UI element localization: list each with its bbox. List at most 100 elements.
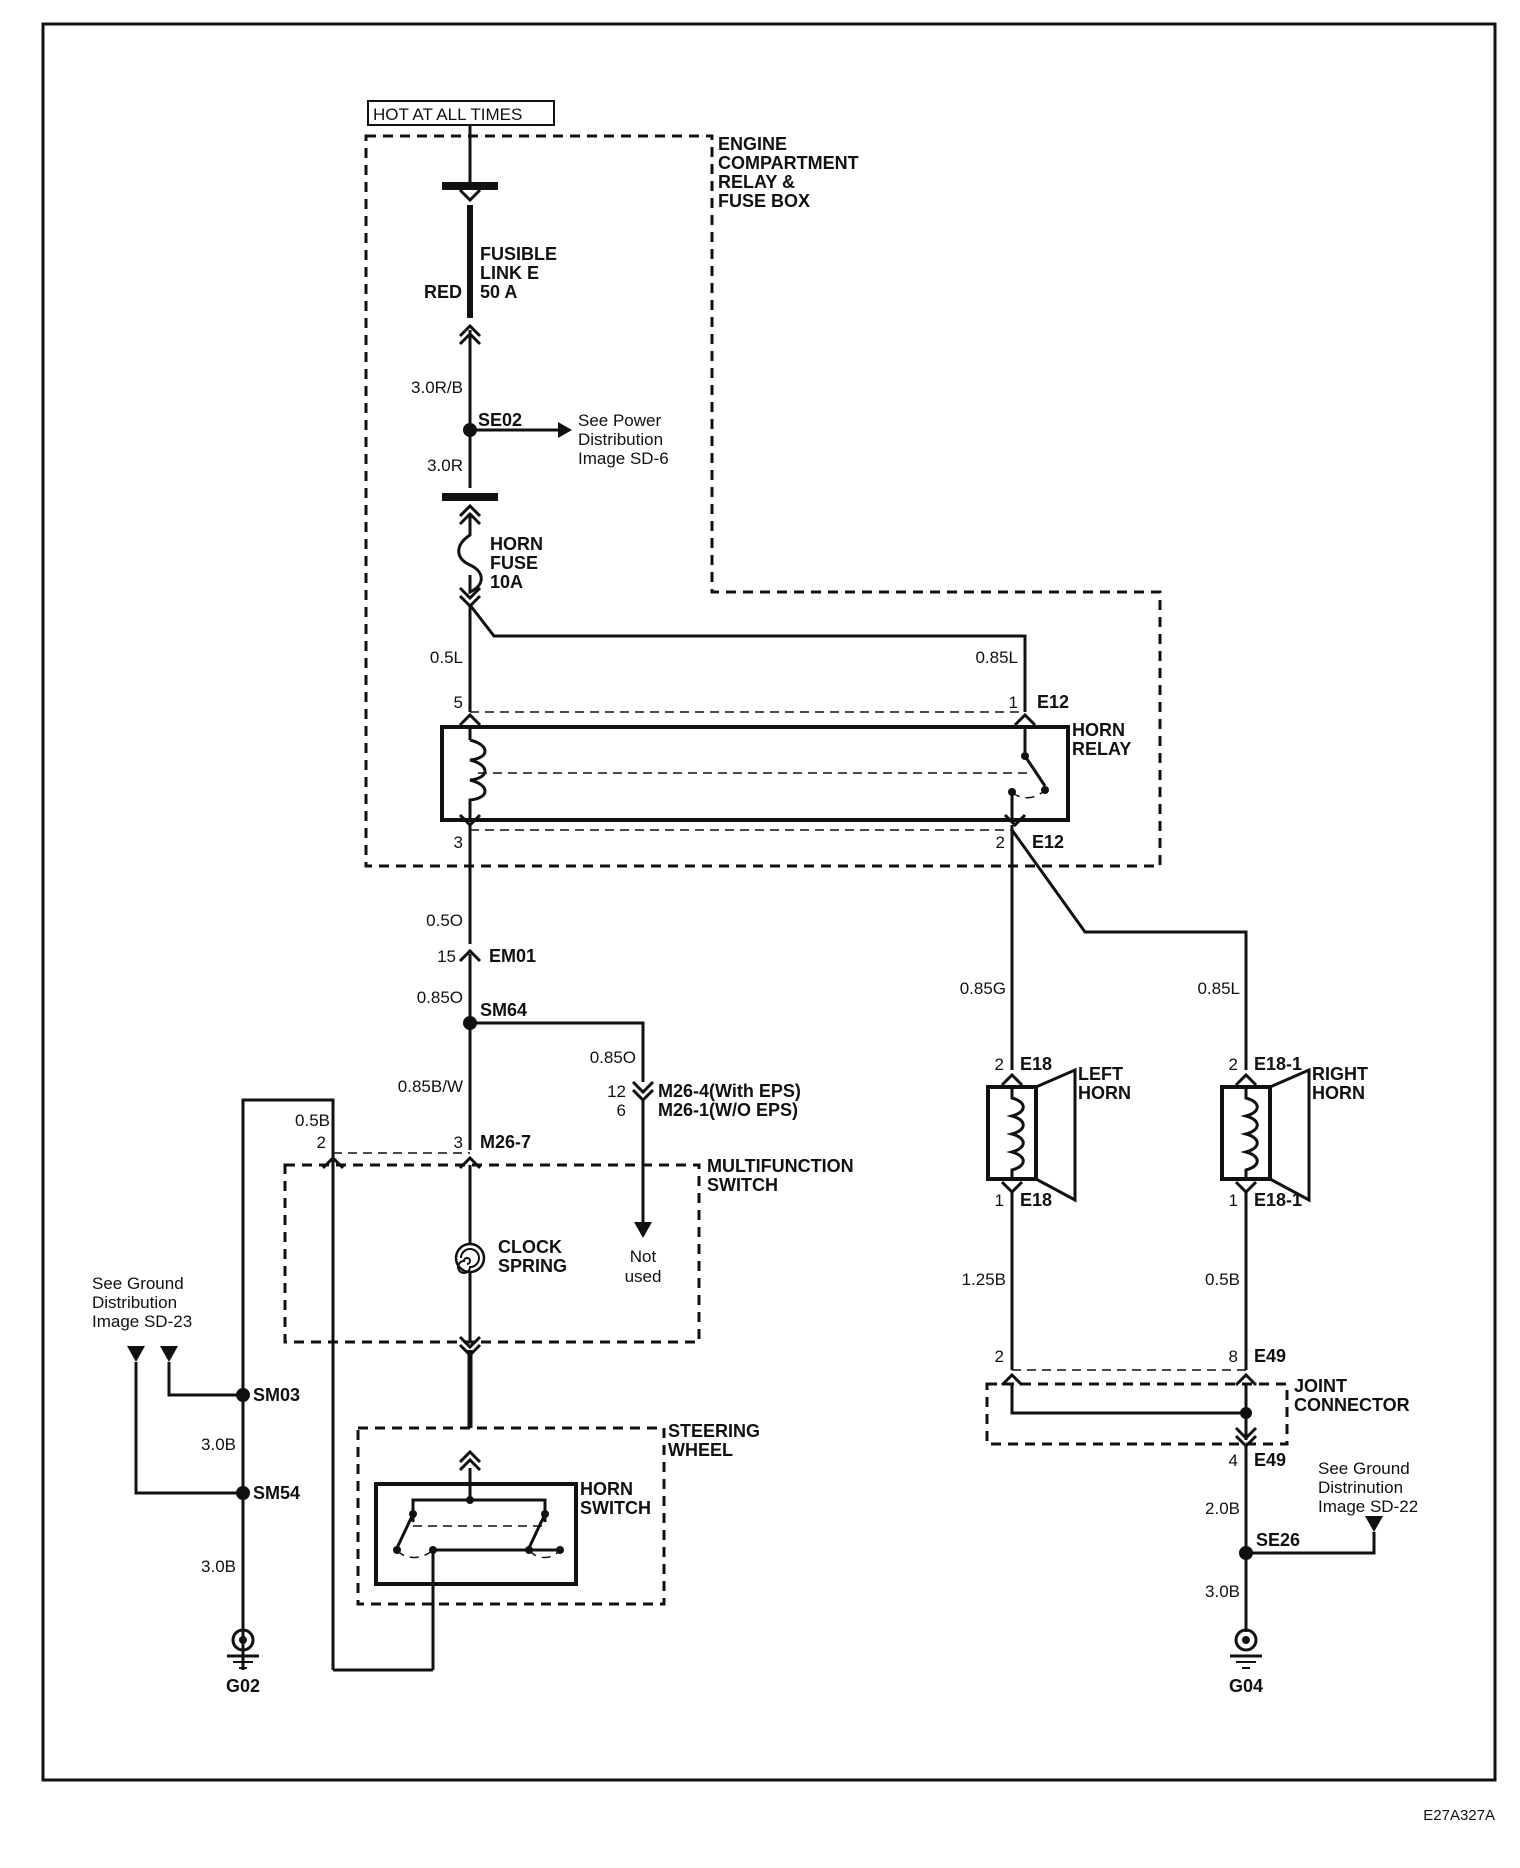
relay-coil xyxy=(468,738,487,820)
svg-text:JOINT: JOINT xyxy=(1294,1376,1347,1396)
m26-1-label: M26-1(W/O EPS) xyxy=(658,1100,798,1120)
jc-right-pin: 8 xyxy=(1229,1347,1238,1366)
joint-connector-label: JOINT CONNECTOR xyxy=(1294,1376,1410,1415)
horn-relay-label: HORN RELAY xyxy=(1072,720,1131,759)
power-distribution-ref: See Power Distribution Image SD-6 xyxy=(578,411,669,468)
relay-pin-1: 1 xyxy=(1009,693,1018,712)
ground-ref-right: See Ground Distrinution Image SD-22 xyxy=(1318,1459,1418,1516)
horn-switch-label: HORN SWITCH xyxy=(580,1479,651,1518)
right-horn-label: RIGHT HORN xyxy=(1312,1064,1368,1103)
e12-bottom-label: E12 xyxy=(1032,832,1064,852)
wire-0.5o: 0.5O xyxy=(426,911,463,930)
e18-top-label: E18 xyxy=(1020,1054,1052,1074)
m26-4-pin: 12 xyxy=(607,1082,626,1101)
e49-bot-pin: 4 xyxy=(1229,1451,1238,1470)
svg-text:Image SD-23: Image SD-23 xyxy=(92,1312,192,1331)
svg-text:used: used xyxy=(625,1267,662,1286)
svg-text:Distrinution: Distrinution xyxy=(1318,1478,1403,1497)
svg-text:See Ground: See Ground xyxy=(1318,1459,1410,1478)
em01-pin: 15 xyxy=(437,947,456,966)
clock-spring-icon xyxy=(454,1242,486,1274)
svg-text:RIGHT: RIGHT xyxy=(1312,1064,1368,1084)
left-horn-icon xyxy=(1035,1067,1077,1203)
svg-text:LINK E: LINK E xyxy=(480,263,539,283)
wire-1.25b: 1.25B xyxy=(962,1270,1006,1289)
diagram-frame xyxy=(41,22,1497,1782)
svg-text:HORN: HORN xyxy=(1078,1083,1131,1103)
wire-0.5b-right: 0.5B xyxy=(1205,1270,1240,1289)
horn-relay-box xyxy=(440,725,1070,822)
svg-text:FUSE: FUSE xyxy=(490,553,538,573)
clock-spring-label: CLOCK SPRING xyxy=(498,1237,567,1276)
wire-3.0rb: 3.0R/B xyxy=(411,378,463,397)
wire-0.85o: 0.85O xyxy=(417,988,463,1007)
horn-switch-box xyxy=(374,1482,578,1586)
svg-text:SPRING: SPRING xyxy=(498,1256,567,1276)
svg-text:Image SD-6: Image SD-6 xyxy=(578,449,669,468)
wire-0.85l-top: 0.85L xyxy=(975,648,1018,667)
svg-text:See Ground: See Ground xyxy=(92,1274,184,1293)
svg-text:FUSIBLE: FUSIBLE xyxy=(480,244,557,264)
wire-0.5l: 0.5L xyxy=(430,648,463,667)
svg-text:SWITCH: SWITCH xyxy=(707,1175,778,1195)
svg-text:FUSE BOX: FUSE BOX xyxy=(718,191,810,211)
m26-7-pin: 3 xyxy=(454,1133,463,1152)
svg-text:COMPARTMENT: COMPARTMENT xyxy=(718,153,859,173)
e18-1-bot-label: E18-1 xyxy=(1254,1190,1302,1210)
steering-wheel-label: STEERING WHEEL xyxy=(668,1421,760,1460)
svg-text:LEFT: LEFT xyxy=(1078,1064,1123,1084)
sm64-label: SM64 xyxy=(480,1000,527,1020)
svg-text:ENGINE: ENGINE xyxy=(718,134,787,154)
svg-text:HORN: HORN xyxy=(490,534,543,554)
svg-text:HORN: HORN xyxy=(580,1479,633,1499)
splice-sm03 xyxy=(236,1388,250,1402)
relay-pin-5: 5 xyxy=(454,693,463,712)
m26-4-label: M26-4(With EPS) xyxy=(658,1081,801,1101)
svg-text:SWITCH: SWITCH xyxy=(580,1498,651,1518)
wire-0.85l-right: 0.85L xyxy=(1197,979,1240,998)
e18-bot-pin: 1 xyxy=(995,1191,1004,1210)
engine-box-label: ENGINE COMPARTMENT RELAY & FUSE BOX xyxy=(718,134,859,211)
ground-ref-left: See Ground Distribution Image SD-23 xyxy=(92,1274,192,1331)
wire-3.0b-a: 3.0B xyxy=(201,1435,236,1454)
horn-fuse xyxy=(457,516,483,595)
svg-text:WHEEL: WHEEL xyxy=(668,1440,733,1460)
wire-3.0r: 3.0R xyxy=(427,456,463,475)
svg-text:Not: Not xyxy=(630,1247,657,1266)
svg-text:CONNECTOR: CONNECTOR xyxy=(1294,1395,1410,1415)
wire-0.85o-right: 0.85O xyxy=(590,1048,636,1067)
wire-3.0b-b: 3.0B xyxy=(201,1557,236,1576)
hot-at-all-times-box xyxy=(367,100,555,126)
svg-text:10A: 10A xyxy=(490,572,523,592)
svg-text:50 A: 50 A xyxy=(480,282,517,302)
horn-fuse-label: HORN FUSE 10A xyxy=(490,534,543,592)
svg-text:See Power: See Power xyxy=(578,411,661,430)
svg-text:STEERING: STEERING xyxy=(668,1421,760,1441)
svg-text:MULTIFUNCTION: MULTIFUNCTION xyxy=(707,1156,854,1176)
m26-left-pin: 2 xyxy=(317,1133,326,1152)
not-used-label: Not used xyxy=(625,1247,662,1286)
se02-label: SE02 xyxy=(478,410,522,430)
svg-text:HORN: HORN xyxy=(1072,720,1125,740)
fusible-color-label: RED xyxy=(424,282,462,302)
jc-left-pin: 2 xyxy=(995,1347,1004,1366)
ground-g02-icon xyxy=(227,1628,259,1669)
relay-pin-3: 3 xyxy=(454,833,463,852)
e18-1-bot-pin: 1 xyxy=(1229,1191,1238,1210)
joint-connector-box xyxy=(985,1382,1289,1446)
ground-g04-icon xyxy=(1230,1628,1262,1669)
right-horn-icon xyxy=(1269,1067,1311,1203)
e18-bot-label: E18 xyxy=(1020,1190,1052,1210)
e49-top-label: E49 xyxy=(1254,1346,1286,1366)
sm03-label: SM03 xyxy=(253,1385,300,1405)
relay-pin-2: 2 xyxy=(996,833,1005,852)
e18-1-top-label: E18-1 xyxy=(1254,1054,1302,1074)
wire-0.85g: 0.85G xyxy=(960,979,1006,998)
g04-label: G04 xyxy=(1229,1676,1263,1696)
hot-at-all-times-label: HOT AT ALL TIMES xyxy=(373,105,522,124)
em01-label: EM01 xyxy=(489,946,536,966)
wire-2.0b: 2.0B xyxy=(1205,1499,1240,1518)
svg-text:Image SD-22: Image SD-22 xyxy=(1318,1497,1418,1516)
e49-bot-label: E49 xyxy=(1254,1450,1286,1470)
